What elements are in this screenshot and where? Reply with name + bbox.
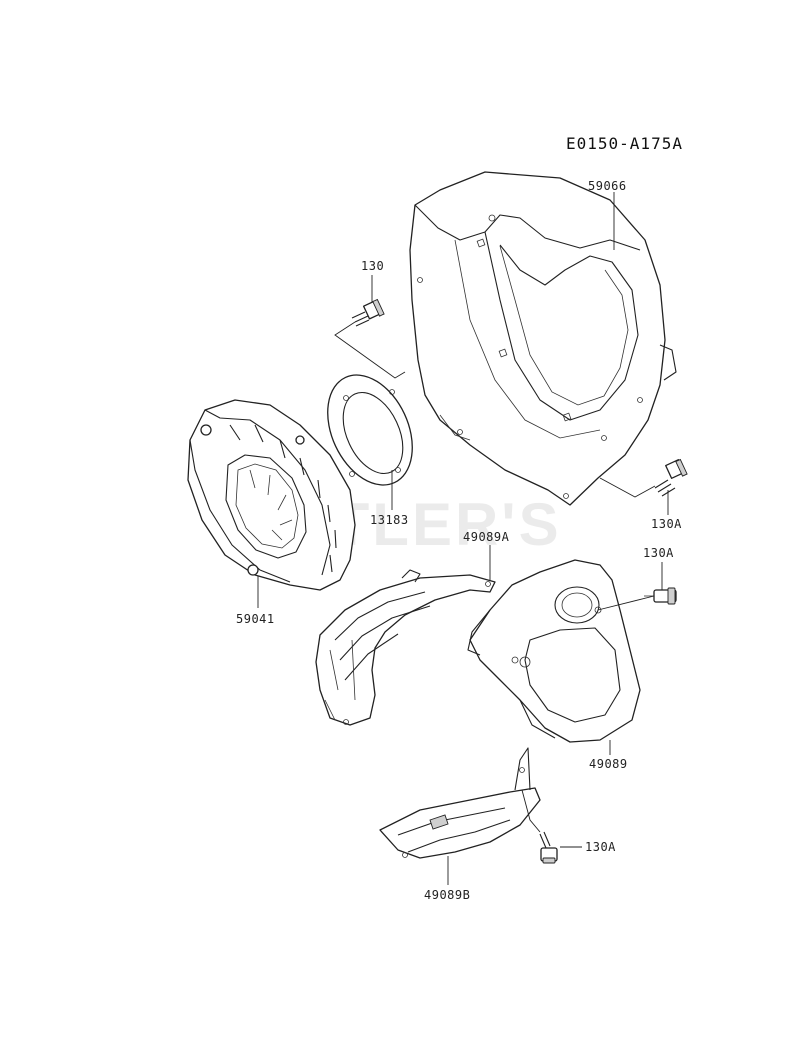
callout-bolt-lower[interactable]: 130A xyxy=(585,840,616,854)
bolt-130A-lower-part[interactable] xyxy=(539,831,558,864)
leader-130-gasket xyxy=(334,321,406,379)
callout-plate[interactable]: 49089 xyxy=(589,757,628,771)
cooling-fan-part[interactable] xyxy=(187,399,356,591)
upper-cover-49089A-part[interactable] xyxy=(315,569,496,726)
diagram-code: E0150-A175A xyxy=(566,134,683,153)
callout-bolt-plate[interactable]: 130A xyxy=(643,546,674,560)
gasket-ring-part[interactable] xyxy=(311,361,429,498)
callout-upper-cover[interactable]: 49089A xyxy=(463,530,510,544)
bolt-130-part[interactable] xyxy=(351,298,385,327)
bolt-130A-shroud-part[interactable] xyxy=(654,458,688,497)
fan-shroud-part[interactable] xyxy=(409,171,677,506)
leader-lower-bolt xyxy=(521,789,541,833)
leader-lines xyxy=(257,192,669,885)
callout-gasket[interactable]: 13183 xyxy=(370,513,409,527)
baffle-plate-49089-part[interactable] xyxy=(467,559,641,743)
bolt-130A-plate-part[interactable] xyxy=(644,587,677,605)
callout-bolt-top[interactable]: 130 xyxy=(361,259,384,273)
leader-shroud-bolt xyxy=(599,477,656,498)
callout-shroud[interactable]: 59066 xyxy=(588,179,627,193)
lower-cover-49089B-part[interactable] xyxy=(379,747,541,859)
callout-lower-cover[interactable]: 49089B xyxy=(424,888,470,902)
leader-plate-bolt xyxy=(597,595,655,611)
callout-bolt-shroud[interactable]: 130A xyxy=(651,517,682,531)
callout-fan[interactable]: 59041 xyxy=(236,612,275,626)
